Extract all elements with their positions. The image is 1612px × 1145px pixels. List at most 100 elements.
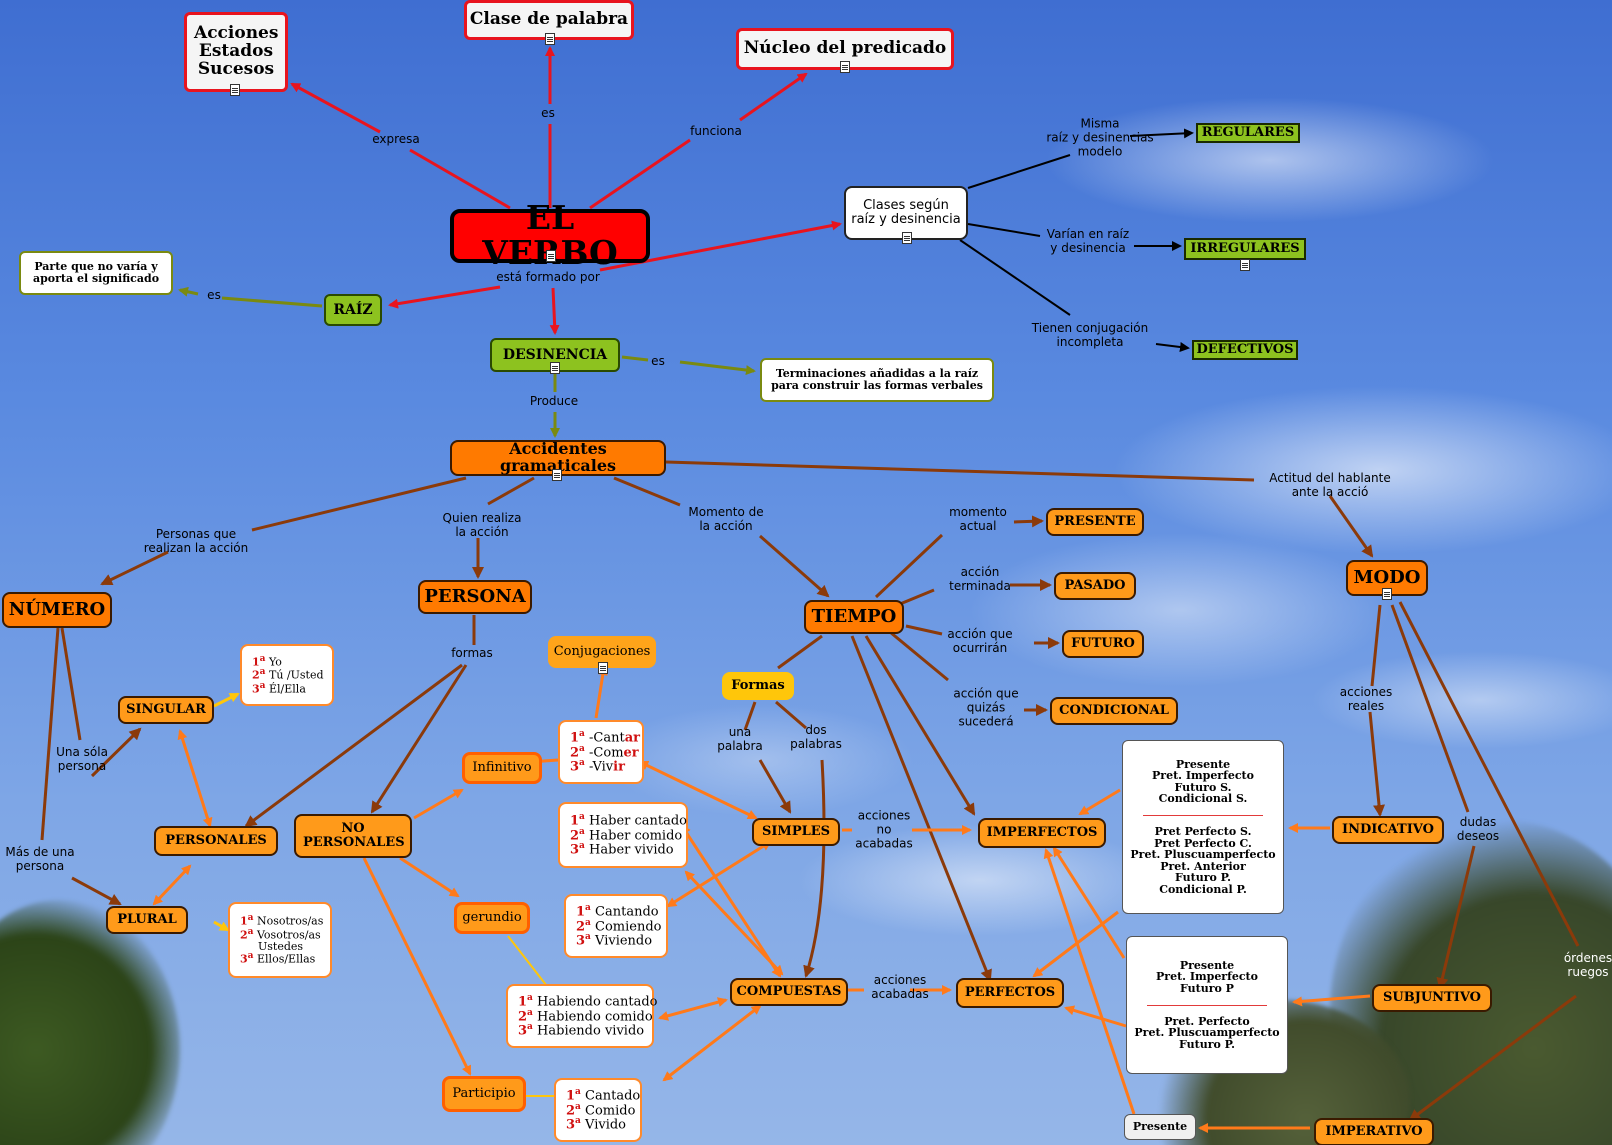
list-item: 1a Habiendo cantado xyxy=(518,992,657,1009)
list-text: Viviendo xyxy=(595,933,653,949)
tense-item: Futuro P. xyxy=(1175,871,1231,885)
person-number: 1 xyxy=(576,903,586,919)
person-number: 2 xyxy=(570,744,580,760)
list-text: Nosotros/as xyxy=(257,915,324,929)
node-plural[interactable]: PLURAL xyxy=(106,906,188,934)
list-item: 2a Vosotros/as xyxy=(240,927,321,941)
label-produce: Produce xyxy=(529,394,579,409)
label-una-palabra: una palabra xyxy=(717,725,763,753)
person-number: 3 xyxy=(570,759,580,775)
label-expresa: expresa xyxy=(372,132,420,147)
node-compuestas[interactable]: COMPUESTAS xyxy=(730,978,848,1006)
node-parte-que-no-varia[interactable]: Parte que no varía y aporta el significa… xyxy=(19,251,173,295)
node-infinitivo[interactable]: Infinitivo xyxy=(462,752,542,784)
node-clases-raiz[interactable]: Clases según raíz y desinencia xyxy=(844,186,968,240)
person-number: 2 xyxy=(252,669,260,683)
label-esta-formado-por: está formado por xyxy=(496,270,600,285)
note-icon[interactable] xyxy=(902,232,912,244)
person-number: 1 xyxy=(566,1087,576,1103)
list-text: -Cant xyxy=(589,729,625,745)
person-number: 3 xyxy=(570,842,580,858)
note-icon[interactable] xyxy=(550,362,560,374)
tense-item: Pret. Pluscuamperfecto xyxy=(1134,1026,1280,1040)
node-participio[interactable]: Participio xyxy=(442,1076,526,1112)
node-presente[interactable]: PRESENTE xyxy=(1046,508,1144,536)
note-icon[interactable] xyxy=(1382,588,1392,600)
node-perfectos[interactable]: PERFECTOS xyxy=(956,978,1064,1008)
node-imperfectos[interactable]: IMPERFECTOS xyxy=(978,818,1106,848)
note-icon[interactable] xyxy=(840,61,850,73)
node-personales[interactable]: PERSONALES xyxy=(154,826,278,856)
person-number: 3 xyxy=(240,953,248,967)
label-varian: Varían en raíz y desinencia xyxy=(1046,227,1130,255)
ordinal-suffix: a xyxy=(579,841,585,852)
label-es-clase: es xyxy=(541,106,555,121)
node-no-personales[interactable]: NO PERSONALES xyxy=(294,814,412,858)
list-item: 2a Haber comido xyxy=(570,827,683,843)
ordinal-suffix: a xyxy=(527,992,533,1003)
node-clase-palabra[interactable]: Clase de palabra xyxy=(464,0,634,40)
list-item: 3a Vivido xyxy=(566,1117,626,1132)
note-icon[interactable] xyxy=(598,662,608,674)
person-number: 3 xyxy=(518,1023,528,1039)
person-number: 3 xyxy=(566,1117,576,1133)
node-conjugaciones[interactable]: Conjugaciones xyxy=(548,636,656,668)
note-icon[interactable] xyxy=(545,33,555,45)
list-text: Tú /Usted xyxy=(269,669,324,683)
person-number: 1 xyxy=(518,993,528,1009)
node-raiz[interactable]: RAÍZ xyxy=(324,294,382,326)
list-text: Cantando xyxy=(595,903,659,919)
node-presente-imperativo[interactable]: Presente xyxy=(1124,1114,1196,1140)
node-terminaciones[interactable]: Terminaciones añadidas a la raíz para co… xyxy=(760,358,994,402)
node-defectivos[interactable]: DEFECTIVOS xyxy=(1192,340,1298,360)
ordinal-suffix: a xyxy=(575,1101,581,1112)
node-subjuntivo[interactable]: SUBJUNTIVO xyxy=(1372,984,1492,1012)
node-imperativo[interactable]: IMPERATIVO xyxy=(1314,1118,1434,1145)
tense-item: Pret. Imperfecto xyxy=(1156,970,1258,984)
node-indicativo[interactable]: INDICATIVO xyxy=(1332,816,1444,844)
node-numero[interactable]: NÚMERO xyxy=(2,592,112,628)
tense-item: Presente xyxy=(1175,757,1231,771)
node-singular[interactable]: SINGULAR xyxy=(118,696,214,724)
list-item: 3a Él/Ella xyxy=(252,681,306,696)
label-momento-actual: momento actual xyxy=(949,505,1007,533)
label-dudas-deseos: dudas deseos xyxy=(1456,815,1500,843)
note-icon[interactable] xyxy=(546,250,556,262)
tense-item: Futuro P xyxy=(1180,981,1234,995)
list-text: Vivido xyxy=(585,1117,626,1133)
label-mas-de-una: Más de una persona xyxy=(5,845,75,873)
label-accion-ocurriran: acción que ocurrirán xyxy=(947,627,1013,655)
ordinal-suffix: a xyxy=(259,667,266,678)
ordinal-suffix: a xyxy=(579,743,585,754)
list-item: 2a Comido xyxy=(566,1101,636,1118)
ordinal-suffix: a xyxy=(575,1086,581,1097)
list-item: 2a Habiendo comido xyxy=(518,1008,653,1024)
list-item: 2a Tú /Usted xyxy=(252,667,324,683)
list-text: Cantado xyxy=(585,1087,641,1103)
list-text: Comiendo xyxy=(595,918,662,934)
list-item: 3a Viviendo xyxy=(576,933,652,948)
node-regulares[interactable]: REGULARES xyxy=(1196,123,1300,143)
node-tiempo[interactable]: TIEMPO xyxy=(804,600,904,634)
node-formas[interactable]: Formas xyxy=(722,672,794,700)
node-futuro[interactable]: FUTURO xyxy=(1062,630,1144,658)
node-irregulares[interactable]: IRREGULARES xyxy=(1184,238,1306,260)
person-number: 3 xyxy=(252,682,260,696)
node-simples[interactable]: SIMPLES xyxy=(752,818,840,846)
node-condicional[interactable]: CONDICIONAL xyxy=(1050,697,1178,725)
person-number: 1 xyxy=(252,655,260,669)
node-pasado[interactable]: PASADO xyxy=(1054,572,1136,600)
note-icon[interactable] xyxy=(552,469,562,481)
node-gerundio[interactable]: gerundio xyxy=(454,902,530,934)
list-text: Haber comido xyxy=(589,827,683,843)
note-icon[interactable] xyxy=(1240,259,1250,271)
note-icon[interactable] xyxy=(230,84,240,96)
node-acciones[interactable]: Acciones Estados Sucesos xyxy=(184,12,288,92)
list-text: Comido xyxy=(585,1102,636,1118)
ending-text: er xyxy=(623,744,639,760)
node-persona[interactable]: PERSONA xyxy=(418,580,532,614)
tense-item: Pret. Imperfecto xyxy=(1152,769,1254,783)
